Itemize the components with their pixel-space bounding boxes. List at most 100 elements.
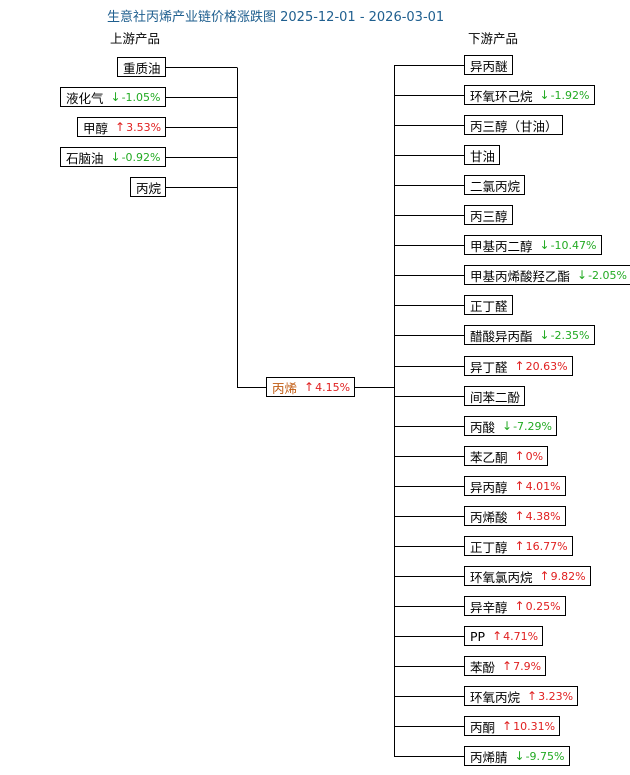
upstream-node[interactable]: 甲醇 ↑3.53% (77, 117, 167, 137)
arrow-up-icon: ↑ (514, 449, 525, 463)
downstream-node[interactable]: 丙三醇 (464, 205, 513, 225)
downstream-node[interactable]: 苯酚 ↑7.9% (464, 656, 547, 676)
arrow-up-icon: ↑ (502, 719, 513, 733)
downstream-node[interactable]: 甲基丙二醇 ↓-10.47% (464, 235, 602, 255)
downstream-node[interactable]: 异丙醇↑4.01% (464, 476, 566, 496)
arrow-down-icon: ↓ (577, 268, 588, 282)
node-change: 16.77% (525, 539, 568, 553)
downstream-header: 下游产品 (468, 31, 519, 46)
node-change: 10.31% (513, 719, 556, 733)
arrow-up-icon: ↑ (115, 120, 126, 134)
node-change: 4.38% (525, 509, 561, 523)
node-change: -2.05% (588, 268, 627, 282)
downstream-node[interactable]: 二氯丙烷 (464, 175, 526, 195)
arrow-down-icon: ↓ (539, 328, 550, 342)
upstream-node[interactable]: 丙烷 (130, 177, 167, 197)
center-node[interactable]: 丙烯↑4.15% (266, 377, 356, 397)
node-name: 石脑油 (66, 150, 104, 166)
node-name: 异丙醇 (470, 479, 508, 495)
downstream-node[interactable]: 正丁醇 ↑16.77% (464, 536, 573, 556)
arrow-up-icon: ↑ (514, 359, 525, 373)
node-name: 甲基丙二醇 (470, 238, 533, 254)
node-change: -7.29% (513, 419, 552, 433)
node-name: 环氧丙烷 (470, 689, 521, 705)
downstream-node[interactable]: 丙烯腈 ↓-9.75% (464, 746, 570, 766)
node-change: 4.15% (315, 380, 351, 394)
node-change: 20.63% (525, 359, 568, 373)
diagram-title: 生意社丙烯产业链价格涨跌图 2025-12-01 - 2026-03-01 (107, 10, 445, 25)
node-name: 丙烯腈 (470, 749, 508, 765)
node-change: -0.92% (121, 150, 161, 164)
arrow-up-icon: ↑ (514, 479, 525, 493)
arrow-up-icon: ↑ (514, 539, 525, 553)
node-name: 异丙醚 (470, 58, 508, 74)
node-name: 苯乙酮 (470, 449, 508, 465)
node-name: 丙酸 (470, 419, 496, 435)
arrow-down-icon: ↓ (502, 419, 513, 433)
node-change: 0% (525, 449, 544, 463)
node-name: 甲基丙烯酸羟乙酯 (470, 268, 571, 284)
downstream-node[interactable]: 异辛醇 ↑0.25% (464, 596, 566, 616)
node-name: 重质油 (123, 60, 161, 76)
downstream-node[interactable]: 丙酸 ↓-7.29% (464, 416, 557, 436)
node-name: 正丁醇 (470, 539, 508, 555)
node-name: 苯酚 (470, 659, 496, 675)
node-name: 异辛醇 (470, 599, 508, 615)
node-name: 间苯二酚 (470, 389, 521, 405)
node-change: 0.25% (525, 599, 561, 613)
arrow-down-icon: ↓ (514, 749, 525, 763)
downstream-node[interactable]: 甘油 (464, 145, 501, 165)
node-name: 甲醇 (83, 120, 109, 136)
downstream-node[interactable]: 环氧丙烷 ↑3.23% (464, 686, 579, 706)
node-change: -2.35% (550, 328, 590, 342)
downstream-node[interactable]: 环氧环己烷↓-1.92% (464, 85, 595, 105)
arrow-up-icon: ↑ (527, 689, 538, 703)
downstream-node[interactable]: 异丁醛 ↑20.63% (464, 356, 573, 376)
node-change: 9.82% (550, 569, 586, 583)
arrow-up-icon: ↑ (502, 659, 513, 673)
upstream-node[interactable]: 重质油 (117, 57, 166, 77)
downstream-node[interactable]: 苯乙酮 ↑0% (464, 446, 549, 466)
node-name: 丙三醇 (470, 208, 508, 224)
node-change: 4.71% (503, 629, 539, 643)
node-change: -1.05% (121, 90, 161, 104)
downstream-node[interactable]: 丙烯酸 ↑4.38% (464, 506, 566, 526)
downstream-node[interactable]: 丙酮 ↑10.31% (464, 716, 561, 736)
node-name: 环氧环己烷 (470, 88, 533, 104)
downstream-node[interactable]: 甲基丙烯酸羟乙酯 ↓-2.05% (464, 265, 630, 285)
node-change: 3.53% (126, 120, 162, 134)
node-name: 丙酮 (470, 719, 496, 735)
downstream-node[interactable]: 醋酸异丙酯↓-2.35% (464, 325, 595, 345)
node-name: 丙烯 (272, 380, 298, 396)
downstream-node[interactable]: 异丙醚 (464, 55, 513, 75)
node-name: 丙烷 (136, 180, 162, 196)
node-name: PP (470, 628, 486, 644)
node-change: -9.75% (525, 749, 565, 763)
arrow-down-icon: ↓ (539, 238, 550, 252)
downstream-node[interactable]: 间苯二酚 (464, 386, 526, 406)
node-change: -10.47% (550, 238, 597, 252)
downstream-node[interactable]: 环氧氯丙烷↑9.82% (464, 566, 591, 586)
node-name: 液化气 (66, 90, 104, 106)
downstream-node[interactable]: 正丁醛 (464, 295, 513, 315)
arrow-up-icon: ↑ (492, 629, 503, 643)
upstream-node[interactable]: 液化气↓-1.05% (60, 87, 166, 107)
downstream-node[interactable]: PP ↑4.71% (464, 626, 544, 646)
upstream-header: 上游产品 (110, 31, 161, 46)
arrow-up-icon: ↑ (514, 599, 525, 613)
node-name: 正丁醛 (470, 298, 508, 314)
node-name: 甘油 (470, 148, 496, 164)
node-change: 3.23% (538, 689, 574, 703)
node-name: 异丁醛 (470, 359, 508, 375)
node-name: 丙三醇（甘油） (470, 118, 558, 134)
upstream-node[interactable]: 石脑油 ↓-0.92% (60, 147, 166, 167)
arrow-down-icon: ↓ (539, 88, 550, 102)
downstream-node[interactable]: 丙三醇（甘油） (464, 115, 563, 135)
node-name: 丙烯酸 (470, 509, 508, 525)
arrow-up-icon: ↑ (514, 509, 525, 523)
arrow-down-icon: ↓ (110, 150, 121, 164)
node-name: 环氧氯丙烷 (470, 569, 533, 585)
node-name: 二氯丙烷 (470, 178, 521, 194)
node-change: 7.9% (513, 659, 542, 673)
